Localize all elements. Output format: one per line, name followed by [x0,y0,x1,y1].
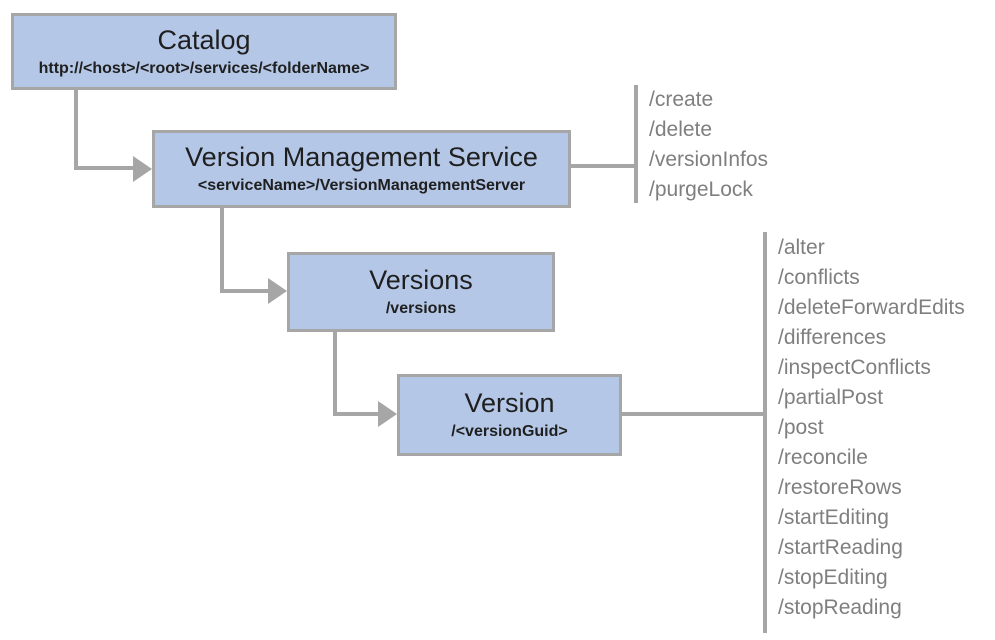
version-endpoint-label: /conflicts [778,266,860,289]
connector-version-endpoints [620,412,766,416]
version-endpoint-label: /startReading [778,536,903,559]
node-vms-title: Version Management Service [185,142,538,173]
node-version-management-service: Version Management Service <serviceName>… [152,130,571,208]
version-endpoint-label: /stopEditing [778,566,888,589]
node-version: Version /<versionGuid> [397,374,622,456]
connector-catalog-vms-horizontal [74,166,136,170]
node-catalog-url: http://<host>/<root>/services/<folderNam… [38,59,370,77]
version-endpoint-label: /inspectConflicts [778,356,931,379]
connector-vms-versions-horizontal [220,289,270,293]
node-version-url: /<versionGuid> [451,423,568,441]
connector-versions-version-vertical [333,331,337,414]
version-endpoint-label: /differences [778,326,887,349]
version-endpoint-label: /deleteForwardEdits [778,296,965,319]
vms-endpoint-list: /create /delete /versionInfos /purgeLock [649,85,768,205]
bracket-vms-endpoints [634,85,638,203]
version-endpoint-label: /startEditing [778,506,889,529]
arrowhead-versions-version [378,401,397,427]
node-versions-url: /versions [385,300,457,318]
node-version-title: Version [464,388,555,419]
vms-endpoint-label: /versionInfos [649,148,769,171]
node-catalog-title: Catalog [157,24,251,55]
vms-endpoint-label: /delete [649,118,713,141]
version-endpoint-label: /restoreRows [778,476,902,499]
version-endpoint-label: /partialPost [778,386,884,409]
node-catalog: Catalog http://<host>/<root>/services/<f… [11,13,397,90]
node-vms-url: <serviceName>/VersionManagementServer [197,177,526,195]
version-endpoint-list: /alter /conflicts /deleteForwardEdits /d… [778,233,965,623]
version-endpoint-label: /post [778,416,824,439]
version-endpoint-label: /alter [778,236,825,259]
arrowhead-vms-versions [268,278,287,304]
arrowhead-catalog-vms [133,156,152,182]
connector-vms-versions-vertical [220,207,224,291]
node-versions-title: Versions [369,265,473,296]
connector-vms-endpoints [570,164,637,168]
connector-catalog-vms-vertical [74,90,78,170]
version-endpoint-label: /stopReading [778,596,902,619]
bracket-version-endpoints [763,232,767,633]
vms-endpoint-label: /purgeLock [649,178,753,201]
version-endpoint-label: /reconcile [778,446,868,469]
vms-endpoint-label: /create [649,88,714,111]
connector-versions-version-horizontal [333,412,379,416]
node-versions: Versions /versions [287,252,555,332]
